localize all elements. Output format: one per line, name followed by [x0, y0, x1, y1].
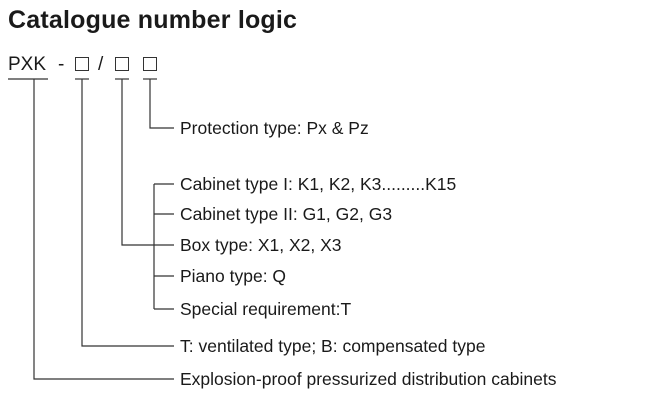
page-title: Catalogue number logic	[8, 6, 298, 34]
label-cabinet-type-2: Cabinet type II: G1, G2, G3	[180, 204, 393, 224]
label-piano-type: Piano type: Q	[180, 266, 287, 286]
explosion-proof-connector	[33, 79, 174, 380]
label-protection-type: Protection type: Px & Pz	[180, 118, 369, 138]
label-box-type: Box type: X1, X2, X3	[180, 235, 342, 255]
label-cabinet-type-1: Cabinet type I: K1, K2, K3.........K15	[180, 174, 457, 194]
code-box-ventilation	[75, 57, 89, 71]
code-prefix: PXK	[8, 54, 47, 75]
cabinet-connector	[121, 79, 174, 246]
label-explosion-proof: Explosion-proof pressurized distribution…	[180, 369, 557, 389]
protection-connector	[149, 79, 174, 129]
code-box-protection	[143, 57, 157, 71]
code-slash: /	[98, 54, 104, 75]
code-box-cabinet	[115, 57, 129, 71]
label-ventilation-type: T: ventilated type; B: compensated type	[180, 336, 486, 356]
label-special-requirement: Special requirement:T	[180, 299, 352, 319]
code-dash: -	[58, 54, 65, 75]
ventilation-connector	[81, 79, 174, 347]
